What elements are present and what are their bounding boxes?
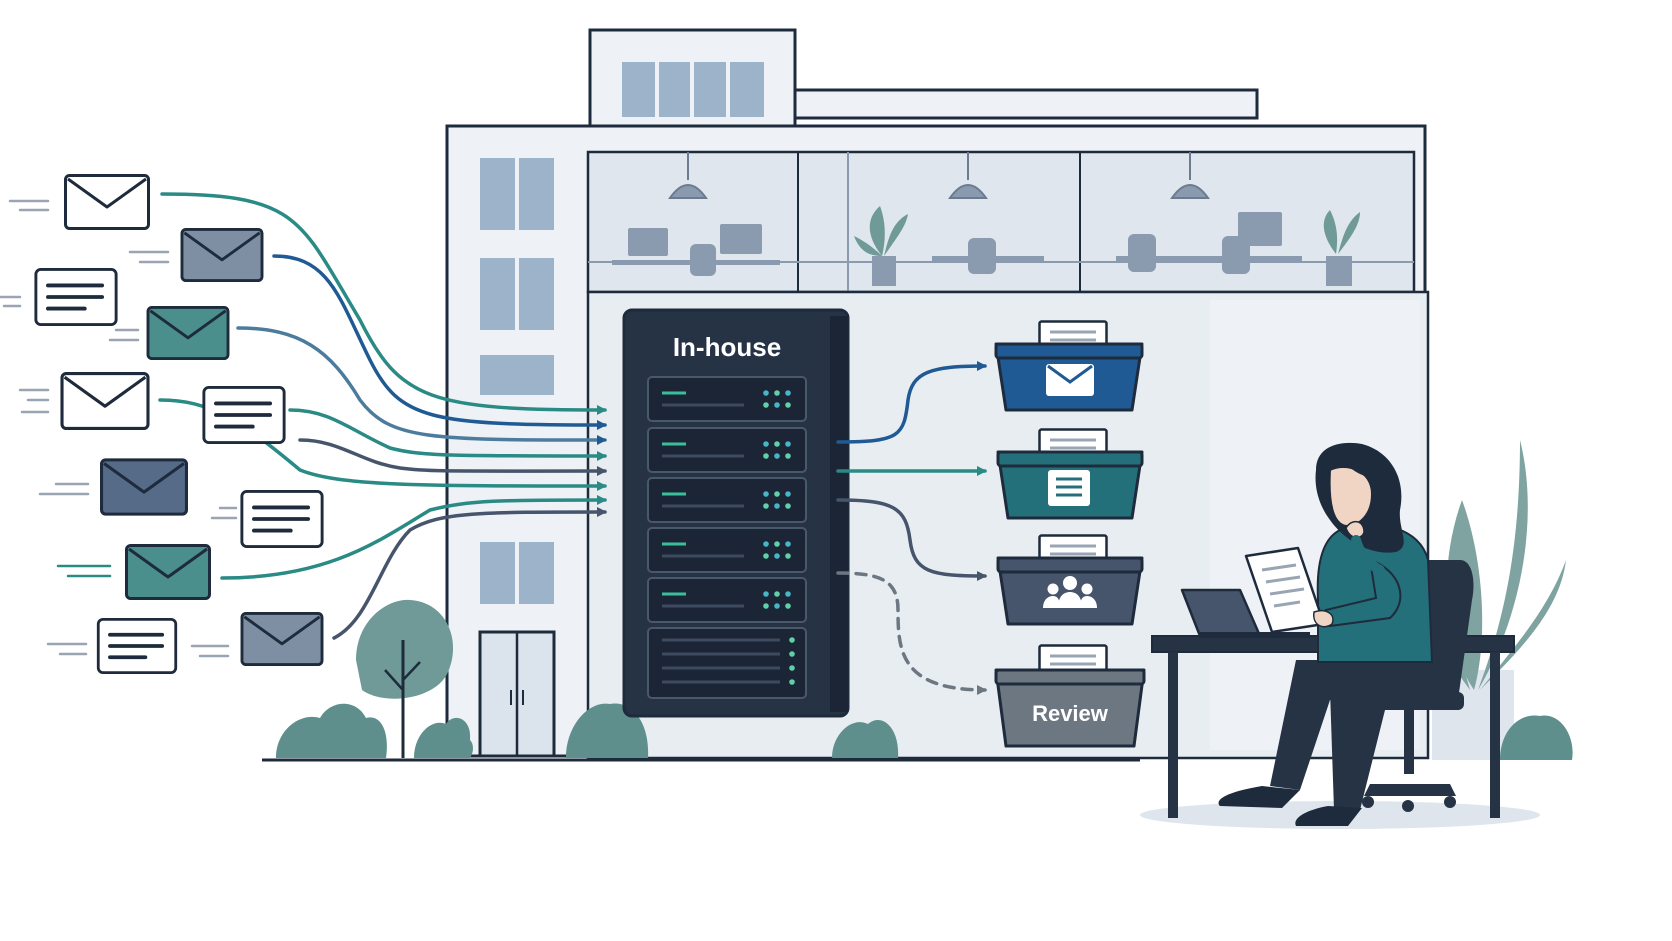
- woman-reading: [1218, 442, 1434, 826]
- review-label: Review: [1032, 701, 1109, 726]
- bin-mail: [994, 320, 1144, 412]
- envelope-icon: [60, 372, 150, 430]
- envelope-icon: [64, 174, 150, 230]
- envelope-icon: [100, 458, 188, 516]
- document-icon: [1048, 470, 1090, 506]
- incoming-arrows: [158, 192, 607, 640]
- server-unit: [647, 427, 807, 473]
- server-unit: [647, 527, 807, 573]
- incoming-items: [34, 174, 324, 674]
- bin-people: [996, 534, 1144, 626]
- bin-documents: [996, 428, 1144, 520]
- document-icon: [34, 268, 118, 326]
- envelope-icon: [124, 544, 212, 600]
- server-unit: [647, 577, 807, 623]
- server-label: In-house: [673, 332, 781, 362]
- document-icon: [96, 618, 178, 674]
- envelope-icon: [146, 306, 230, 360]
- server-rack: In-house: [622, 308, 850, 718]
- roof-window: [622, 62, 764, 117]
- envelope-icon: [1046, 364, 1094, 396]
- server-unit: [647, 477, 807, 523]
- document-icon: [202, 386, 286, 444]
- server-unit: [647, 627, 807, 699]
- envelope-icon: [180, 228, 264, 282]
- server-unit: [647, 376, 807, 422]
- document-icon: [1244, 546, 1326, 634]
- document-icon: [240, 490, 324, 548]
- sorting-arrows: [836, 361, 987, 695]
- envelope-icon: [240, 612, 324, 666]
- trees-and-bushes: [276, 599, 899, 758]
- glass-office-floor: [586, 150, 1416, 294]
- entrance-door: [478, 630, 556, 758]
- motion-lines: [0, 199, 238, 658]
- laptop: [1180, 588, 1310, 638]
- bin-review: Review: [994, 644, 1146, 748]
- people-icon: [1043, 576, 1097, 608]
